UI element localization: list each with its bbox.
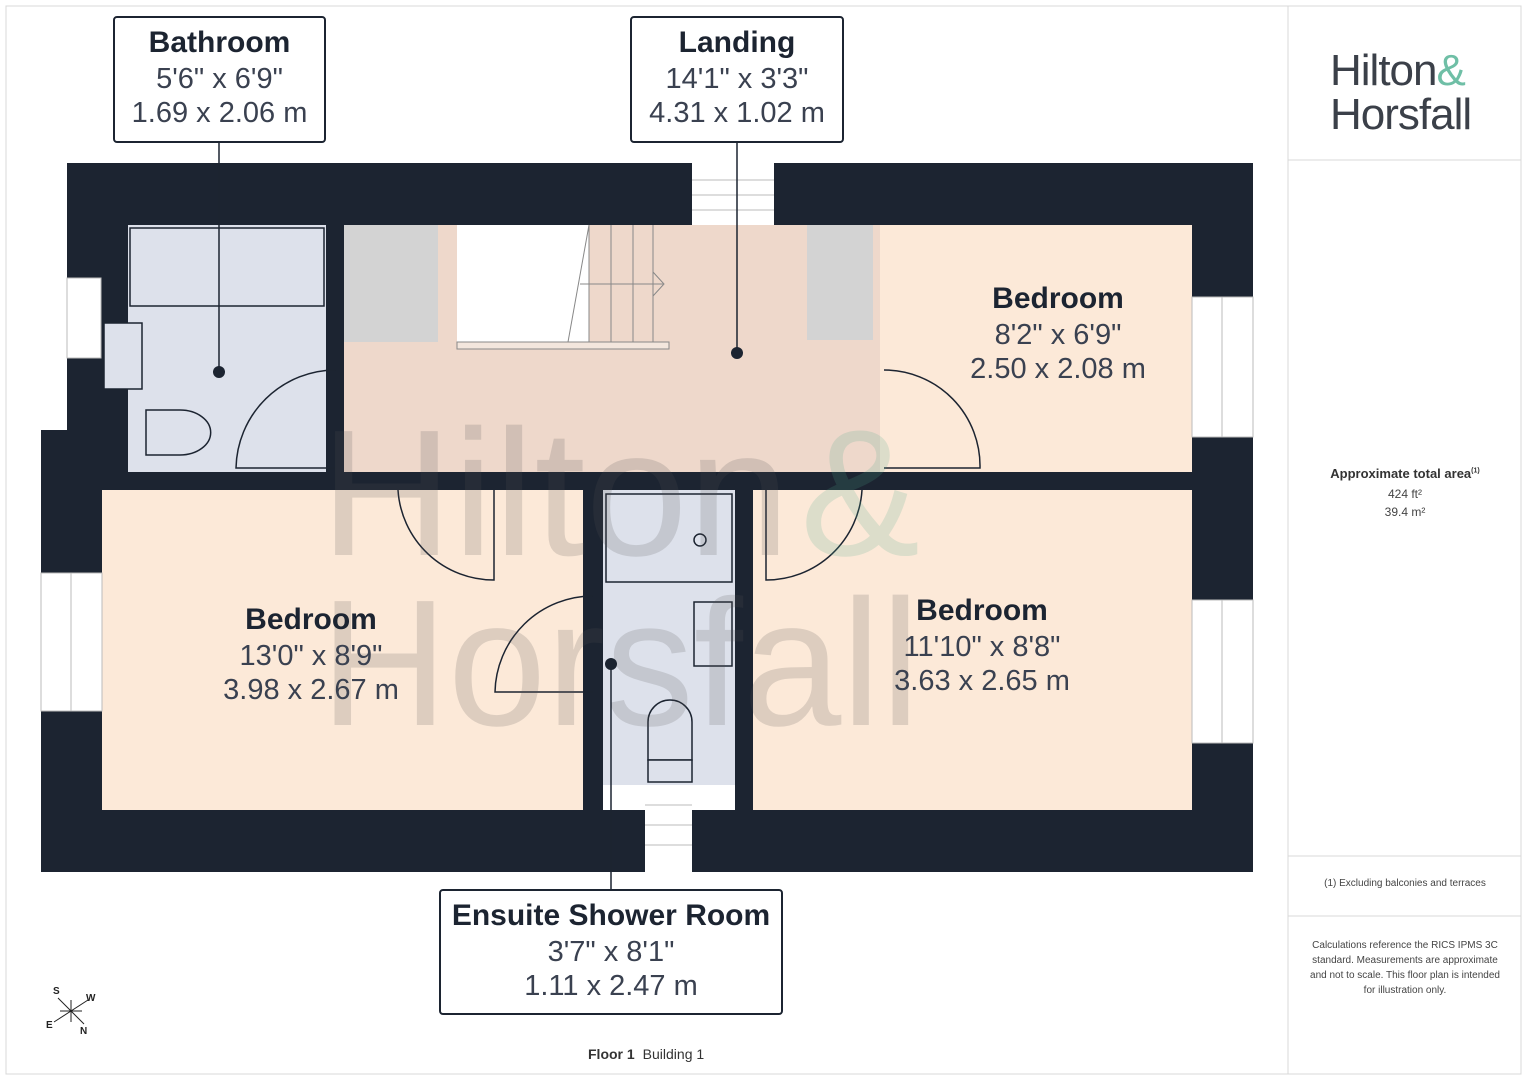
ensuite-imperial: 3'7" x 8'1" (547, 936, 675, 968)
watermark-amp: & (800, 393, 920, 594)
bedroom-left-name: Bedroom (245, 603, 377, 636)
logo-ampersand: & (1436, 46, 1466, 95)
bathroom-imperial: 5'6" x 6'9" (156, 63, 283, 95)
stairwell-void (457, 225, 589, 342)
ensuite-name: Ensuite Shower Room (451, 899, 771, 932)
floor-caption: Floor 1 Building 1 (588, 1046, 704, 1062)
wardrobe-left (344, 225, 438, 342)
logo-line1: Hilton& (1330, 46, 1466, 96)
stairs (456, 224, 670, 350)
watermark-line1: Hilton (320, 393, 790, 594)
disclaimer: Calculations reference the RICS IPMS 3C … (1310, 940, 1500, 996)
bathroom-marker (213, 366, 225, 378)
logo-word-hilton: Hilton (1330, 46, 1437, 95)
ensuite-opening-bottom (645, 785, 692, 872)
watermark: Hilton & Horsfall (320, 393, 920, 764)
bedroom-left-imperial: 13'0" x 8'9" (239, 640, 383, 672)
landing-name: Landing (678, 26, 796, 59)
watermark-line2: Horsfall (320, 563, 920, 764)
bedroom-left-label: Bedroom 13'0" x 8'9" 3.98 x 2.67 m (191, 601, 431, 707)
bedroom-right-metric: 3.63 x 2.65 m (894, 665, 1070, 697)
landing-label: Landing 14'1" x 3'3" 4.31 x 1.02 m (630, 16, 844, 143)
door-swings (235, 369, 981, 693)
bedroom-right-floor (753, 490, 1192, 810)
fixtures (103, 227, 733, 783)
area-imperial: 424 ft² (1387, 487, 1423, 501)
bedroom-small-floor (880, 225, 1192, 472)
stair-opening-top (692, 163, 774, 225)
bedroom-left-floor (102, 490, 583, 810)
compass-e: E (46, 1020, 53, 1031)
bathroom-name: Bathroom (148, 26, 291, 59)
area-title-text: Approximate total area (1330, 466, 1472, 481)
building-label: Building 1 (642, 1046, 705, 1062)
footnote: (1) Excluding balconies and terraces (1324, 878, 1486, 889)
compass-s: S (53, 986, 60, 997)
bedroom-small-name: Bedroom (992, 282, 1124, 315)
bedroom-small-imperial: 8'2" x 6'9" (994, 319, 1122, 351)
bathroom-label: Bathroom 5'6" x 6'9" 1.69 x 2.06 m (113, 16, 326, 143)
logo-line2: Horsfall (1330, 90, 1472, 139)
landing-marker (731, 347, 743, 359)
bedroom-small-label: Bedroom 8'2" x 6'9" 2.50 x 2.08 m (938, 280, 1178, 386)
wardrobe-right (807, 225, 873, 340)
compass-n: N (80, 1026, 88, 1037)
ensuite-label: Ensuite Shower Room 3'7" x 8'1" 1.11 x 2… (439, 889, 783, 1015)
page-border (5, 5, 1522, 1075)
landing-imperial: 14'1" x 3'3" (665, 63, 809, 95)
compass-icon (53, 997, 89, 1025)
leaders (218, 142, 738, 890)
area-block: Approximate total area(1) 424 ft² 39.4 m… (1300, 466, 1510, 519)
bedroom-right-imperial: 11'10" x 8'8" (903, 631, 1061, 663)
floor-label: Floor 1 (588, 1046, 635, 1062)
bedroom-right-label: Bedroom 11'10" x 8'8" 3.63 x 2.65 m (862, 592, 1102, 698)
bedroom-right-name: Bedroom (916, 594, 1048, 627)
bedroom-small-metric: 2.50 x 2.08 m (970, 353, 1146, 385)
bathroom-metric: 1.69 x 2.06 m (131, 97, 308, 129)
ensuite-marker (605, 658, 617, 670)
area-title: Approximate total area(1) (1300, 466, 1510, 481)
compass-w: W (86, 993, 96, 1004)
landing-metric: 4.31 x 1.02 m (649, 97, 825, 129)
windows (40, 277, 1254, 744)
area-footnote-mark: (1) (1471, 467, 1480, 475)
ensuite-metric: 1.11 x 2.47 m (524, 970, 698, 1002)
bedroom-left-metric: 3.98 x 2.67 m (223, 674, 399, 706)
area-metric: 39.4 m² (1384, 505, 1426, 519)
